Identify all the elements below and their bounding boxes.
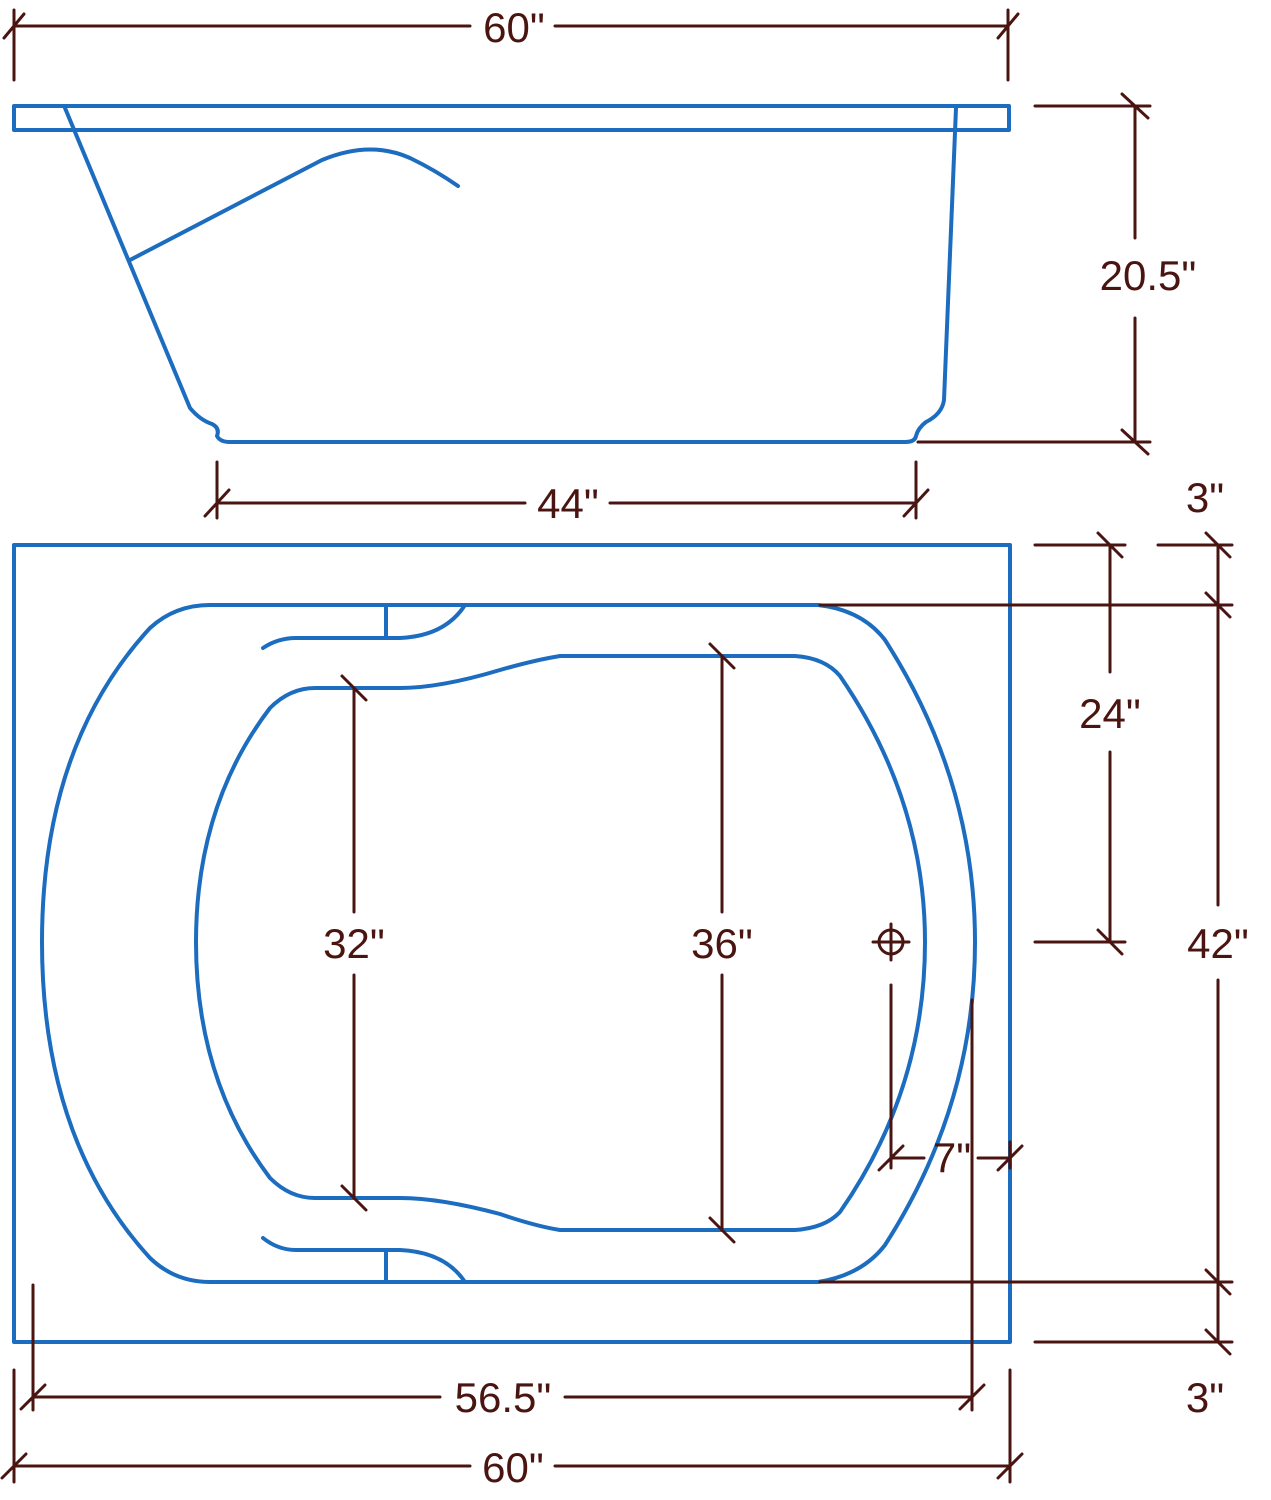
dimension-side-height: 20.5" [916, 92, 1197, 456]
dimension-side-overall-length: 60" [2, 4, 1020, 82]
top-view-deck [12, 543, 1012, 1344]
side-view-tub-body [63, 106, 958, 444]
side-bottom-length-label: 44" [537, 480, 599, 527]
side-view [12, 104, 1011, 444]
inner-width-right-label: 36" [691, 920, 753, 967]
top-view [12, 543, 1012, 1344]
dimension-inner-length: 56.5" [19, 998, 986, 1421]
side-overall-length-label: 60" [483, 4, 545, 51]
top-view-outer-rim [40, 603, 977, 1284]
dimension-inner-width-left: 32" [323, 674, 385, 1212]
top-view-lower-armrest [261, 1236, 467, 1284]
side-height-label: 20.5" [1100, 252, 1197, 299]
dimension-drain-horizontal: 7" [877, 983, 1024, 1181]
dimension-drain-vertical: 24" [1033, 531, 1141, 956]
inner-length-label: 56.5" [455, 1374, 552, 1421]
drain-vertical-label: 24" [1079, 690, 1141, 737]
drain-horizontal-label: 7" [933, 1134, 971, 1181]
dimension-side-bottom-length: 44" [203, 460, 930, 527]
deck-top-label: 3" [1186, 474, 1224, 521]
deck-bottom-label: 3" [1186, 1374, 1224, 1421]
dimension-overall-width: 42" 3" 3" [818, 474, 1249, 1421]
top-view-upper-armrest [261, 603, 467, 650]
dimension-inner-width-right: 36" [691, 642, 753, 1244]
drain-icon [871, 922, 911, 962]
overall-width-label: 42" [1187, 920, 1249, 967]
inner-width-left-label: 32" [323, 920, 385, 967]
top-view-inner-basin [194, 654, 927, 1232]
side-view-backrest [128, 147, 460, 262]
dimension-top-overall-length: 60" [0, 1368, 1024, 1491]
top-overall-length-label: 60" [482, 1444, 544, 1491]
side-view-rim [12, 104, 1011, 132]
